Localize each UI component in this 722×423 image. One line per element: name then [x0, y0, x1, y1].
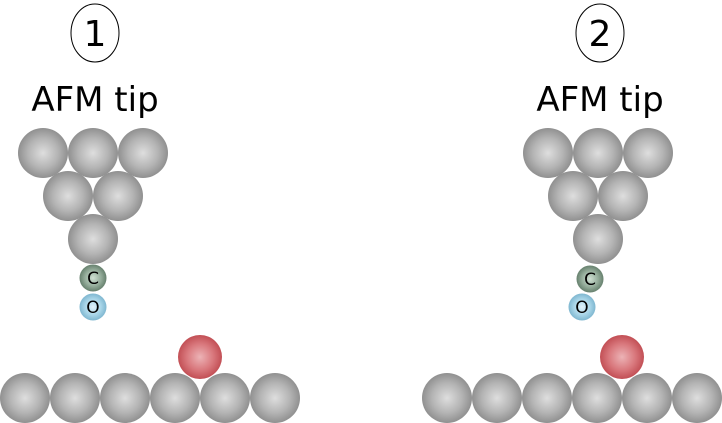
tip-atom: [573, 214, 623, 264]
oxygen-atom: [79, 293, 107, 321]
tip-atom: [118, 128, 168, 178]
carbon-label: C: [87, 269, 99, 289]
tip-atom: [68, 214, 118, 264]
oxygen-label: O: [86, 298, 99, 318]
surface-atom: [422, 373, 472, 423]
surface-atom: [672, 373, 722, 423]
afm-tip: [18, 128, 168, 264]
tip-atom: [523, 128, 573, 178]
carbon-label: C: [584, 270, 596, 290]
panel-number: 1: [84, 14, 107, 55]
surface-atom: [572, 373, 622, 423]
panel-2: 2 AFM tip C O: [422, 3, 722, 423]
tip-atom: [93, 171, 143, 221]
tip-atom: [573, 128, 623, 178]
panel-number-badge: [70, 3, 120, 63]
adatom: [600, 335, 644, 379]
panel-1: 1 AFM tip C O: [0, 3, 300, 423]
tip-atom: [68, 128, 118, 178]
tip-atom: [18, 128, 68, 178]
surface-atom: [522, 373, 572, 423]
surface-atom: [472, 373, 522, 423]
tip-atom: [43, 171, 93, 221]
tip-atom: [623, 128, 673, 178]
adatom: [178, 335, 222, 379]
surface-atom: [622, 373, 672, 423]
carbon-atom: [576, 265, 604, 293]
surface-atom: [150, 373, 200, 423]
carbon-atom: [79, 264, 107, 292]
oxygen-label: O: [575, 298, 588, 318]
tip-atom: [598, 171, 648, 221]
tip-atom: [548, 171, 598, 221]
surface-atom: [200, 373, 250, 423]
surface-atom: [250, 373, 300, 423]
co-molecule: C O: [568, 265, 604, 321]
panel-number: 2: [589, 14, 612, 55]
surface: [422, 373, 722, 423]
afm-tip: [523, 128, 673, 264]
afm-tip-label: AFM tip: [31, 80, 158, 120]
surface-atom: [50, 373, 100, 423]
oxygen-atom: [568, 293, 596, 321]
afm-tip-label: AFM tip: [536, 80, 663, 120]
surface-atom: [0, 373, 50, 423]
panel-number-badge: [575, 3, 625, 63]
surface-atom: [100, 373, 150, 423]
surface: [0, 373, 300, 423]
co-molecule: C O: [79, 264, 107, 321]
